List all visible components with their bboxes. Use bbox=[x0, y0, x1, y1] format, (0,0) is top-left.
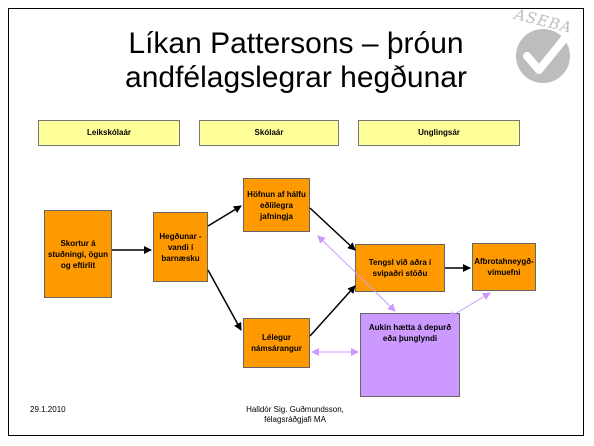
box-hegdunarvandi-label: Hegðunar -vandi í barnæsku bbox=[159, 231, 202, 263]
box-lelegur: Lélegur námsárangur bbox=[243, 318, 310, 368]
box-hofnun: Höfnun af hálfu eðlilegra jafningja bbox=[243, 178, 310, 232]
slide-title: Líkan Pattersons – þróun andfélagslegrar… bbox=[96, 27, 496, 95]
box-tengsl: Tengsl við aðra í svipaðri stöðu bbox=[355, 244, 445, 292]
title-line-2: andfélagslegrar hegðunar bbox=[125, 61, 467, 94]
box-skortur-label: Skortur á stuðningi, ögun og eftirlit bbox=[48, 238, 108, 270]
box-tengsl-label: Tengsl við aðra í svipaðri stöðu bbox=[368, 258, 432, 278]
phase-skolaar: Skólaár bbox=[199, 120, 339, 146]
footer-author-line-1: Halldór Sig. Guðmundsson, bbox=[246, 405, 344, 414]
phase-leikskolaar: Leikskólaár bbox=[38, 120, 180, 146]
checkmark-logo-icon bbox=[516, 29, 570, 83]
box-hofnun-label: Höfnun af hálfu eðlilegra jafningja bbox=[247, 189, 306, 221]
box-hegdunarvandi: Hegðunar -vandi í barnæsku bbox=[153, 212, 208, 282]
box-aukin-haetta: Aukin hætta á depurð eða þunglyndi bbox=[360, 313, 460, 397]
box-afbrot-label: Afbrotahneygð-vímuefni bbox=[474, 257, 534, 277]
footer-author-line-2: félagsráðgjafi MA bbox=[264, 415, 326, 424]
footer-date: 29.1.2010 bbox=[30, 405, 66, 414]
phase-unglingsar: Unglingsár bbox=[358, 120, 520, 146]
box-aukin-haetta-label: Aukin hætta á depurð eða þunglyndi bbox=[368, 323, 452, 343]
footer-author: Halldór Sig. Guðmundsson, félagsráðgjafi… bbox=[200, 405, 390, 425]
box-afbrot: Afbrotahneygð-vímuefni bbox=[472, 243, 536, 291]
box-lelegur-label: Lélegur námsárangur bbox=[251, 333, 302, 353]
title-line-1: Líkan Pattersons – þróun bbox=[128, 27, 464, 60]
box-skortur: Skortur á stuðningi, ögun og eftirlit bbox=[44, 210, 112, 298]
